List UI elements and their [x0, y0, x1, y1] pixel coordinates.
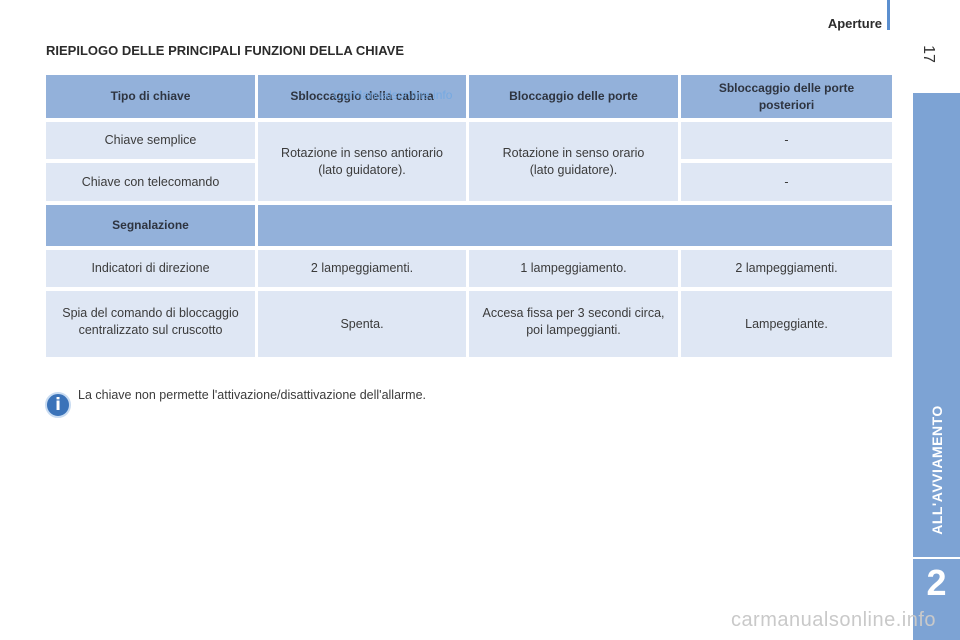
table-cell: - [681, 163, 892, 201]
table-cell: 2 lampeggiamenti. [681, 250, 892, 287]
page-number: 17 [920, 45, 937, 63]
column-header: Sbloccaggio delle porte posteriori [681, 75, 892, 118]
chapter-tab[interactable]: ALL'AVVIAMENTO [913, 380, 960, 560]
info-note: La chiave non permette l'attivazione/dis… [78, 388, 427, 402]
table-cell: Accesa fissa per 3 secondi circa, poi la… [469, 291, 678, 357]
column-header: Sbloccaggio della cabina [258, 75, 466, 118]
info-icon: i [45, 392, 71, 418]
table-cell: - [681, 122, 892, 159]
table-cell: 1 lampeggiamento. [469, 250, 678, 287]
table-cell: Rotazione in senso antiorario (lato guid… [258, 122, 466, 201]
table-row-label: Chiave semplice [46, 122, 255, 159]
column-header: Tipo di chiave [46, 75, 255, 118]
section-header: Segnalazione [46, 205, 255, 246]
section-title: Aperture [827, 16, 882, 31]
page-title: RIEPILOGO DELLE PRINCIPALI FUNZIONI DELL… [46, 43, 404, 58]
table-row-label: Spia del comando di bloccaggio centraliz… [46, 291, 255, 357]
table-cell: Lampeggiante. [681, 291, 892, 357]
sidebar-divider [913, 557, 960, 559]
table-row-label: Chiave con telecomando [46, 163, 255, 201]
chapter-sidebar [913, 93, 960, 640]
header-accent-bar [887, 0, 890, 30]
table-cell: 2 lampeggiamenti. [258, 250, 466, 287]
watermark: CarManualsonline.info [333, 88, 453, 102]
section-header-fill [258, 205, 892, 246]
table-cell: Rotazione in senso orario (lato guidator… [469, 122, 678, 201]
chapter-number: 2 [926, 562, 947, 603]
table-row-label: Indicatori di direzione [46, 250, 255, 287]
chapter-label: ALL'AVVIAMENTO [928, 405, 945, 535]
footer-watermark: carmanualsonline.info [730, 609, 936, 631]
table-cell: Spenta. [258, 291, 466, 357]
column-header: Bloccaggio delle porte [469, 75, 678, 118]
